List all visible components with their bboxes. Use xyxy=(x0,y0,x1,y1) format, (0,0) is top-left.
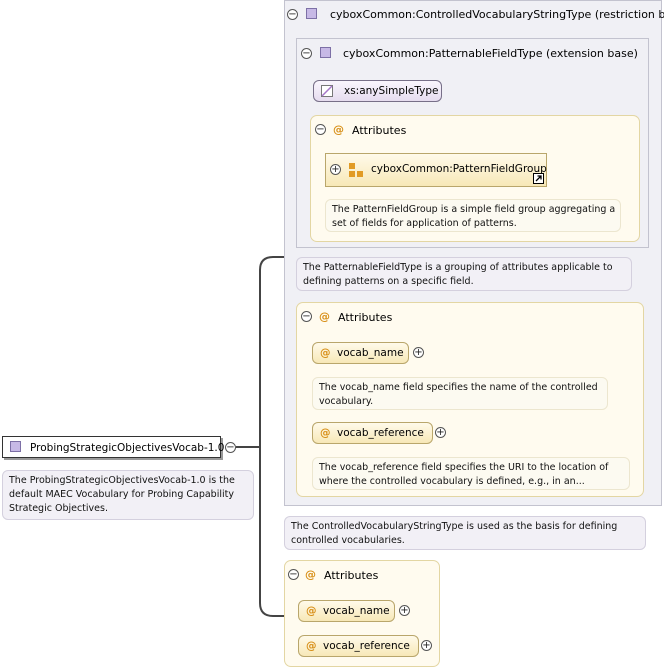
attribute-icon: @ xyxy=(306,640,317,652)
vocab-reference-doc: The vocab_reference field specifies the … xyxy=(312,457,630,490)
complex-type-icon xyxy=(320,47,331,58)
attributes-collapse-icon[interactable]: − xyxy=(288,569,299,580)
doc-line: The PatternableFieldType is a grouping o… xyxy=(303,262,613,273)
expand-icon[interactable]: + xyxy=(435,427,446,438)
pattern-field-group-doc: The PatternFieldGroup is a simple field … xyxy=(325,199,621,232)
attribute-icon: @ xyxy=(305,568,316,581)
root-element-name: ProbingStrategicObjectivesVocab-1.0 xyxy=(30,442,225,454)
doc-line: The ControlledVocabularyStringType is us… xyxy=(291,521,618,532)
attribute-name: vocab_name xyxy=(337,347,404,359)
attribute-icon: @ xyxy=(333,123,344,136)
doc-line: default MAEC Vocabulary for Probing Capa… xyxy=(9,489,234,500)
doc-line: vocabulary. xyxy=(319,396,374,407)
extension-collapse-icon[interactable]: − xyxy=(301,48,312,59)
attribute-icon: @ xyxy=(320,427,331,439)
complex-type-icon xyxy=(10,441,21,452)
attribute-group-icon xyxy=(349,163,363,177)
attribute-icon: @ xyxy=(306,605,317,617)
simple-type-box[interactable]: xs:anySimpleType xyxy=(313,80,442,102)
restriction-title: cyboxCommon:ControlledVocabularyStringTy… xyxy=(330,8,664,21)
doc-line: Strategic Objectives. xyxy=(9,503,108,514)
attribute-vocab-reference[interactable]: @ vocab_reference xyxy=(298,635,419,657)
root-documentation: The ProbingStrategicObjectivesVocab-1.0 … xyxy=(2,470,254,520)
attribute-name: vocab_reference xyxy=(323,640,410,652)
attributes-heading: Attributes xyxy=(324,569,379,582)
complex-type-icon xyxy=(306,8,317,19)
attribute-name: vocab_reference xyxy=(337,427,424,439)
link-arrow-icon[interactable] xyxy=(533,173,544,184)
root-collapse-icon[interactable]: − xyxy=(225,442,236,453)
expand-icon[interactable]: + xyxy=(330,164,341,175)
attribute-name: vocab_name xyxy=(323,605,390,617)
extension-documentation: The PatternableFieldType is a grouping o… xyxy=(296,257,632,291)
attributes-collapse-icon[interactable]: − xyxy=(315,124,326,135)
restriction-collapse-icon[interactable]: − xyxy=(287,9,298,20)
extension-title: cyboxCommon:PatternableFieldType (extens… xyxy=(343,47,638,60)
simple-type-label: xs:anySimpleType xyxy=(344,85,439,97)
doc-line: set of fields for application of pattern… xyxy=(332,218,517,229)
root-element-box[interactable]: ProbingStrategicObjectivesVocab-1.0 xyxy=(2,436,225,458)
doc-line: defining patterns on a specific field. xyxy=(303,276,474,287)
restriction-documentation: The ControlledVocabularyStringType is us… xyxy=(284,516,646,550)
expand-icon[interactable]: + xyxy=(413,347,424,358)
doc-line: The PatternFieldGroup is a simple field … xyxy=(332,204,616,215)
attributes-heading: Attributes xyxy=(352,124,407,137)
attribute-vocab-reference[interactable]: @ vocab_reference xyxy=(312,422,433,444)
attribute-vocab-name[interactable]: @ vocab_name xyxy=(298,600,395,622)
attribute-vocab-name[interactable]: @ vocab_name xyxy=(312,342,409,364)
doc-line: controlled vocabularies. xyxy=(291,535,405,546)
pattern-field-group-label: cyboxCommon:PatternFieldGroup xyxy=(371,163,547,175)
vocab-name-doc: The vocab_name field specifies the name … xyxy=(312,377,608,410)
expand-icon[interactable]: + xyxy=(421,640,432,651)
pattern-field-group-box[interactable]: + cyboxCommon:PatternFieldGroup xyxy=(325,153,547,187)
attribute-icon: @ xyxy=(319,310,330,323)
doc-line: The vocab_reference field specifies the … xyxy=(319,462,609,473)
attribute-icon: @ xyxy=(320,347,331,359)
attributes-heading: Attributes xyxy=(338,311,393,324)
expand-icon[interactable]: + xyxy=(399,605,410,616)
doc-line: The ProbingStrategicObjectivesVocab-1.0 … xyxy=(9,475,235,486)
attributes-collapse-icon[interactable]: − xyxy=(301,311,312,322)
doc-line: The vocab_name field specifies the name … xyxy=(319,382,598,393)
doc-line: where the controlled vocabulary is defin… xyxy=(319,476,585,487)
simple-type-icon xyxy=(321,85,333,97)
